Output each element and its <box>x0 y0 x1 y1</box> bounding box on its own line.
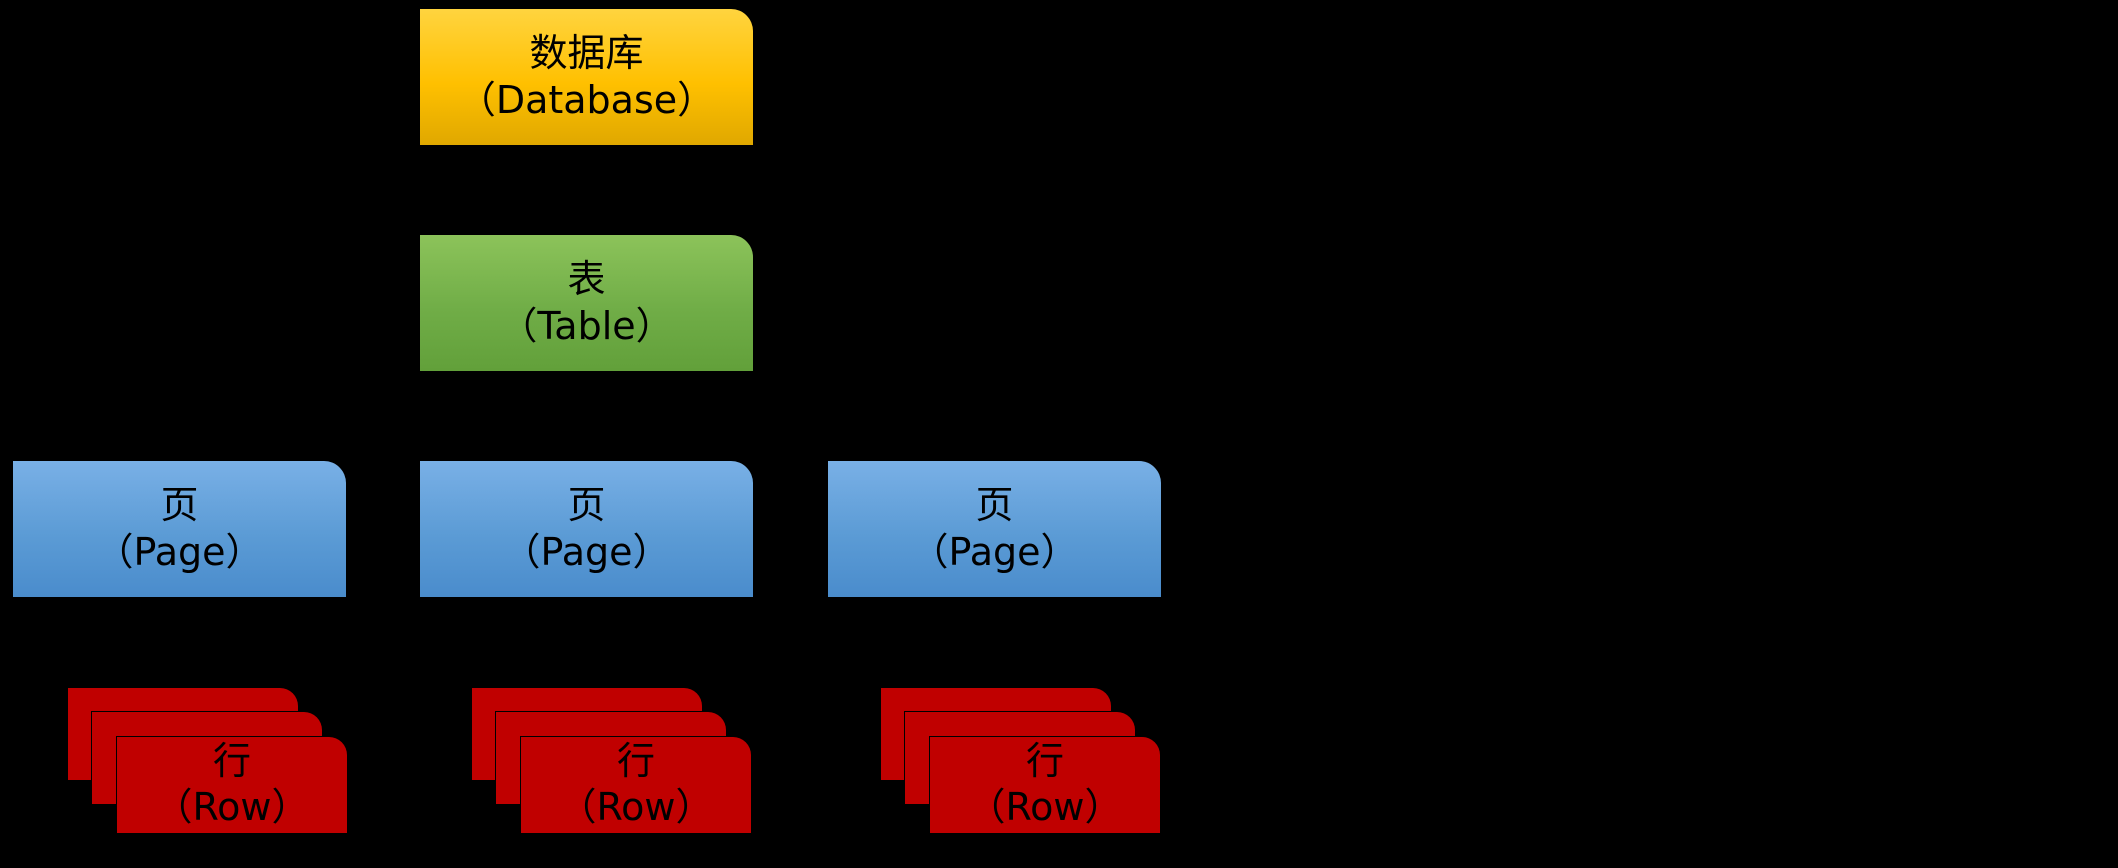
row-stack-1: 行 （Row） <box>68 688 348 838</box>
row-card-front: 行 （Row） <box>930 737 1160 833</box>
table-label: 表 <box>567 256 606 301</box>
row-card-front: 行 （Row） <box>117 737 347 833</box>
page-label-en: （Page） <box>910 530 1079 574</box>
page-label: 页 <box>160 482 199 527</box>
row-label: 行 <box>616 739 655 784</box>
page-label-en: （Page） <box>95 530 264 574</box>
row-stack-2: 行 （Row） <box>472 688 752 838</box>
table-label-en: （Table） <box>499 304 674 348</box>
row-label: 行 <box>1025 739 1064 784</box>
row-stack-3: 行 （Row） <box>881 688 1161 838</box>
row-card-front: 行 （Row） <box>521 737 751 833</box>
page-label: 页 <box>567 482 606 527</box>
row-label: 行 <box>212 739 251 784</box>
database-label-en: （Database） <box>457 78 716 122</box>
database-node: 数据库 （Database） <box>420 9 753 145</box>
database-label: 数据库 <box>529 30 644 75</box>
page-node-1: 页 （Page） <box>13 461 346 597</box>
table-page-right-connector <box>584 371 996 461</box>
page-label: 页 <box>975 482 1014 527</box>
table-page-left-connector <box>178 371 588 461</box>
page-node-3: 页 （Page） <box>828 461 1161 597</box>
row-label-en: （Row） <box>154 785 310 829</box>
page-node-2: 页 （Page） <box>420 461 753 597</box>
row-label-en: （Row） <box>967 785 1123 829</box>
table-node: 表 （Table） <box>420 235 753 371</box>
row-label-en: （Row） <box>558 785 714 829</box>
page-label-en: （Page） <box>502 530 671 574</box>
